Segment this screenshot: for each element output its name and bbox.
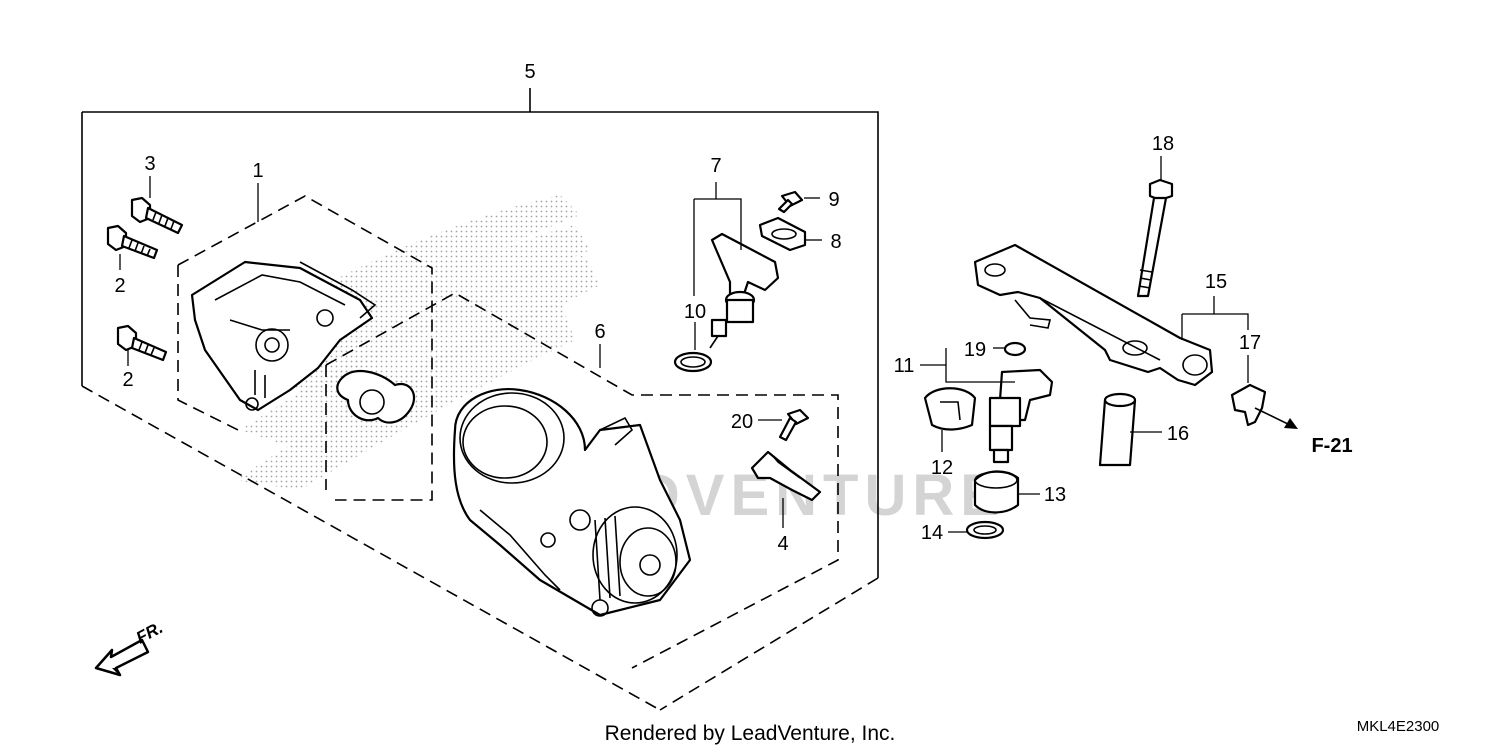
o-ring-19-part — [1003, 341, 1027, 357]
callout-6: 6 — [594, 321, 605, 343]
bolt-2-lower-part — [116, 324, 168, 362]
diagram-code: MKL4E2300 — [1357, 718, 1440, 735]
group-5-bracket — [81, 88, 879, 711]
callout-1: 1 — [252, 160, 263, 182]
callout-8: 8 — [830, 231, 841, 253]
bracket-4-part — [750, 450, 822, 502]
callout-9: 9 — [828, 189, 839, 211]
callout-12: 12 — [931, 457, 953, 479]
callout-18: 18 — [1152, 133, 1174, 155]
callout-4: 4 — [777, 533, 788, 555]
callout-19: 19 — [964, 339, 986, 361]
callout-10: 10 — [684, 301, 706, 323]
callout-20: 20 — [731, 411, 753, 433]
o-ring-10-part — [673, 351, 713, 373]
callout-17: 17 — [1239, 332, 1261, 354]
ring-14-part — [965, 520, 1005, 540]
clip-17-part — [1230, 383, 1267, 427]
fuel-rail-part — [973, 243, 1214, 387]
cap-13-part — [973, 470, 1020, 514]
reference-arrow — [1254, 407, 1298, 429]
gasket-part — [336, 370, 416, 424]
credit-text: Rendered by LeadVenture, Inc. — [605, 722, 896, 745]
sensor-unit-part — [190, 260, 377, 412]
injector-11-part — [988, 368, 1054, 464]
callout-2-upper: 2 — [114, 275, 125, 297]
gasket-8-part — [758, 216, 807, 252]
bolt-3-part — [130, 196, 184, 235]
callout-labels: 1 2 2 3 4 5 6 7 8 9 10 11 12 13 14 15 16… — [114, 61, 1261, 555]
bolt-18-part — [1136, 178, 1174, 298]
callout-2-lower: 2 — [122, 369, 133, 391]
screw-9-part — [777, 190, 804, 214]
callout-11: 11 — [894, 355, 915, 377]
leader-lines — [119, 156, 1249, 533]
screw-20-part — [778, 408, 810, 442]
callout-15: 15 — [1205, 271, 1227, 293]
callout-16: 16 — [1167, 423, 1189, 445]
front-arrow-icon: FR. — [94, 618, 166, 677]
part-1-box — [177, 195, 433, 501]
clip-12-part — [923, 387, 977, 431]
callout-14: 14 — [921, 522, 943, 544]
reference-label: F-21 — [1311, 435, 1352, 457]
spacer-16-part — [1098, 392, 1137, 467]
callout-7: 7 — [710, 155, 721, 177]
throttle-body-part — [452, 387, 692, 617]
callout-3: 3 — [144, 153, 155, 175]
part-6-box — [325, 292, 839, 669]
bolt-2-upper-part — [106, 224, 159, 260]
callout-5: 5 — [524, 61, 535, 83]
callout-13: 13 — [1044, 484, 1066, 506]
sensor-7-part — [709, 232, 780, 349]
